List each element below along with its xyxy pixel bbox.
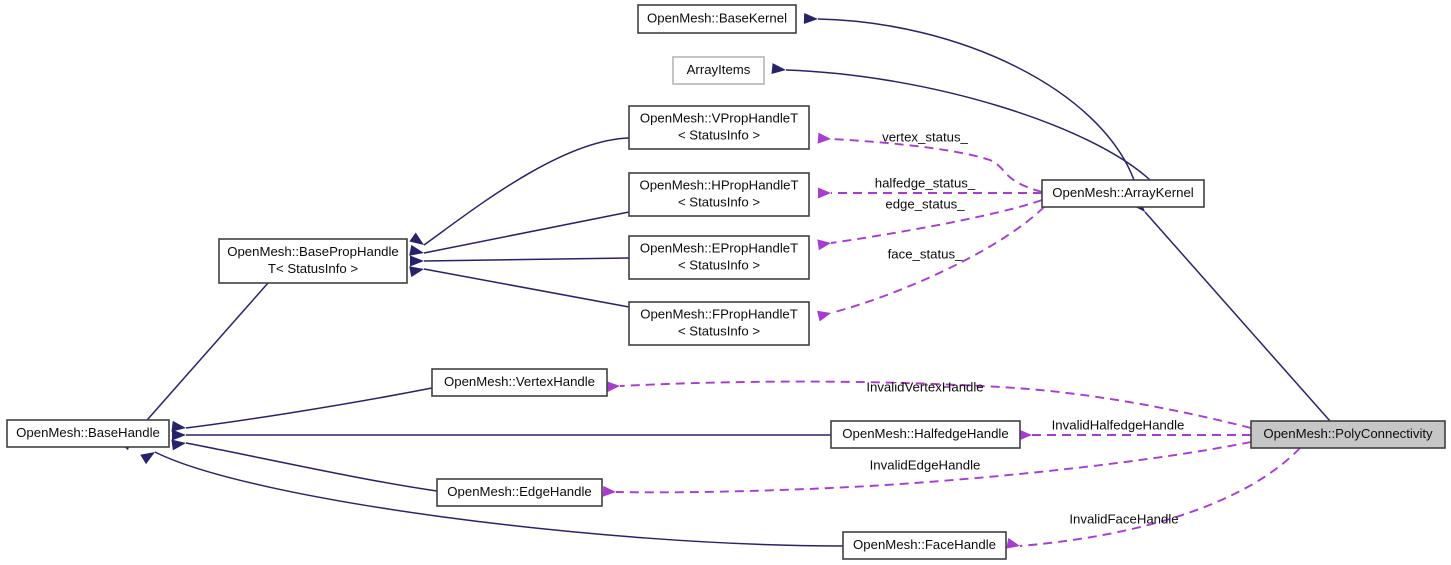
arrowhead-arrow-fprop [817,310,831,322]
arrowhead-arrow-eprop [817,239,831,251]
node-label-base-prop-handle: T< StatusInfo > [268,261,358,276]
arrowhead-arrow-facehandle [1006,537,1020,549]
node-array-kernel[interactable]: OpenMesh::ArrayKernel [1041,179,1205,208]
edge-path-invalid-face [1019,447,1301,547]
arrowhead-arrow-basekernel [803,13,818,25]
edge-path-facehandle-basehandle [154,451,844,547]
edge-path-edge-status [830,199,1043,244]
node-label-array-kernel: OpenMesh::ArrayKernel [1052,185,1194,200]
edge-label-label-invalid-edge: InvalidEdgeHandle [870,457,981,472]
node-poly-connectivity[interactable]: OpenMesh::PolyConnectivity [1250,420,1446,449]
node-edge-handle[interactable]: OpenMesh::EdgeHandle [436,478,603,507]
node-label-base-handle: OpenMesh::BaseHandle [16,425,160,440]
edge-path-vertexhandle-basehandle [185,387,433,429]
edge-path-face-status [830,206,1045,314]
node-box-hprop-handle[interactable] [628,172,810,217]
node-label-eprop-handle: OpenMesh::EPropHandleT [640,240,798,255]
edge-path-invalid-edge [615,441,1252,494]
node-label-vprop-handle: < StatusInfo > [678,127,760,142]
node-halfedge-handle[interactable]: OpenMesh::HalfedgeHandle [830,420,1021,449]
node-vertex-handle[interactable]: OpenMesh::VertexHandle [431,368,608,397]
arrowhead-arrow-baseprop-2 [409,244,424,256]
node-label-fprop-handle: < StatusInfo > [678,323,760,338]
node-label-halfedge-handle: OpenMesh::HalfedgeHandle [842,426,1008,441]
arrowhead-arrow-hprop [818,187,831,199]
node-layer: OpenMesh::BaseKernelArrayItemsOpenMesh::… [6,4,1446,560]
arrowhead-arrow-baseprop-3 [410,255,424,267]
node-box-base-kernel[interactable] [637,4,797,34]
node-array-items[interactable]: ArrayItems [672,56,765,85]
arrowhead-arrow-basehandle-2 [171,420,186,432]
edge-path-fprop-baseprop [423,268,630,308]
node-box-vertex-handle[interactable] [431,368,608,397]
node-box-poly-connectivity[interactable] [1250,420,1446,449]
node-label-eprop-handle: < StatusInfo > [678,257,760,272]
edge-path-arraykernel-basekernel [817,18,1135,181]
node-box-vprop-handle[interactable] [628,105,810,150]
edge-label-label-vertex-status: vertex_status_ [882,129,968,144]
node-face-handle[interactable]: OpenMesh::FaceHandle [842,531,1007,560]
edge-path-layer [132,18,1331,547]
edge-path-invalid-vertex [619,380,1252,429]
node-label-vprop-handle: OpenMesh::VPropHandleT [640,110,798,125]
edge-label-label-halfedge-status: halfedge_status_ [875,175,976,190]
edge-path-edgehandle-basehandle [185,442,438,492]
node-box-eprop-handle[interactable] [628,235,810,280]
edge-path-polyconnectivity-arraykernel [1144,211,1331,422]
arrowhead-arrow-arrayitems [771,63,786,75]
edge-label-label-invalid-vertex: InvalidVertexHandle [866,379,983,394]
arrowhead-arrow-basehandle-5 [140,452,155,465]
node-label-hprop-handle: < StatusInfo > [678,194,760,209]
edge-label-layer: vertex_status_ halfedge_status_ edge_statu… [866,129,1184,526]
node-box-edge-handle[interactable] [436,478,603,507]
node-hprop-handle[interactable]: OpenMesh::HPropHandleT< StatusInfo > [628,172,810,217]
node-box-array-items[interactable] [672,56,765,85]
node-eprop-handle[interactable]: OpenMesh::EPropHandleT< StatusInfo > [628,235,810,280]
node-label-array-items: ArrayItems [687,62,751,77]
arrowhead-arrow-baseprop-1 [409,232,424,245]
node-box-array-kernel[interactable] [1041,179,1205,208]
edge-path-eprop-baseprop [423,257,630,262]
node-label-base-prop-handle: OpenMesh::BasePropHandle [227,244,399,259]
node-label-fprop-handle: OpenMesh::FPropHandleT [640,306,798,321]
node-label-poly-connectivity: OpenMesh::PolyConnectivity [1263,426,1433,441]
edge-label-label-invalid-face: InvalidFaceHandle [1069,511,1178,526]
node-box-fprop-handle[interactable] [628,301,810,346]
node-base-kernel[interactable]: OpenMesh::BaseKernel [637,4,797,34]
node-box-base-handle[interactable] [6,419,170,448]
edge-path-hprop-baseprop [423,211,630,254]
arrowhead-arrow-vprop [817,132,831,144]
node-label-base-kernel: OpenMesh::BaseKernel [647,10,787,25]
edge-label-label-invalid-halfedge: InvalidHalfedgeHandle [1052,417,1185,432]
node-box-face-handle[interactable] [842,531,1007,560]
node-base-handle[interactable]: OpenMesh::BaseHandle [6,419,170,448]
edge-path-vertex-status [830,138,1043,193]
edge-path-arraykernel-arrayitems [785,69,1151,181]
arrowhead-arrow-vertexhandle [606,381,620,393]
arrowhead-layer [119,13,1145,549]
arrowhead-arrow-baseprop-4 [409,266,424,278]
node-box-halfedge-handle[interactable] [830,420,1021,449]
arrowhead-arrow-basehandle-4 [171,439,186,451]
edge-label-label-face-status: face_status_ [888,246,963,261]
edge-label-label-edge-status: edge_status_ [885,196,965,211]
node-label-hprop-handle: OpenMesh::HPropHandleT [639,177,798,192]
node-label-face-handle: OpenMesh::FaceHandle [853,537,996,552]
node-fprop-handle[interactable]: OpenMesh::FPropHandleT< StatusInfo > [628,301,810,346]
node-vprop-handle[interactable]: OpenMesh::VPropHandleT< StatusInfo > [628,105,810,150]
edge-path-baseprop-basehandle [132,282,269,437]
node-label-edge-handle: OpenMesh::EdgeHandle [447,484,591,499]
node-label-vertex-handle: OpenMesh::VertexHandle [444,374,595,389]
node-box-base-prop-handle[interactable] [218,238,408,284]
arrowhead-arrow-basehandle-3 [172,429,186,441]
arrowhead-arrow-halfedgeh [1019,429,1032,441]
edge-path-vprop-baseprop [423,137,630,246]
arrowhead-arrow-edgehandle [602,485,616,497]
